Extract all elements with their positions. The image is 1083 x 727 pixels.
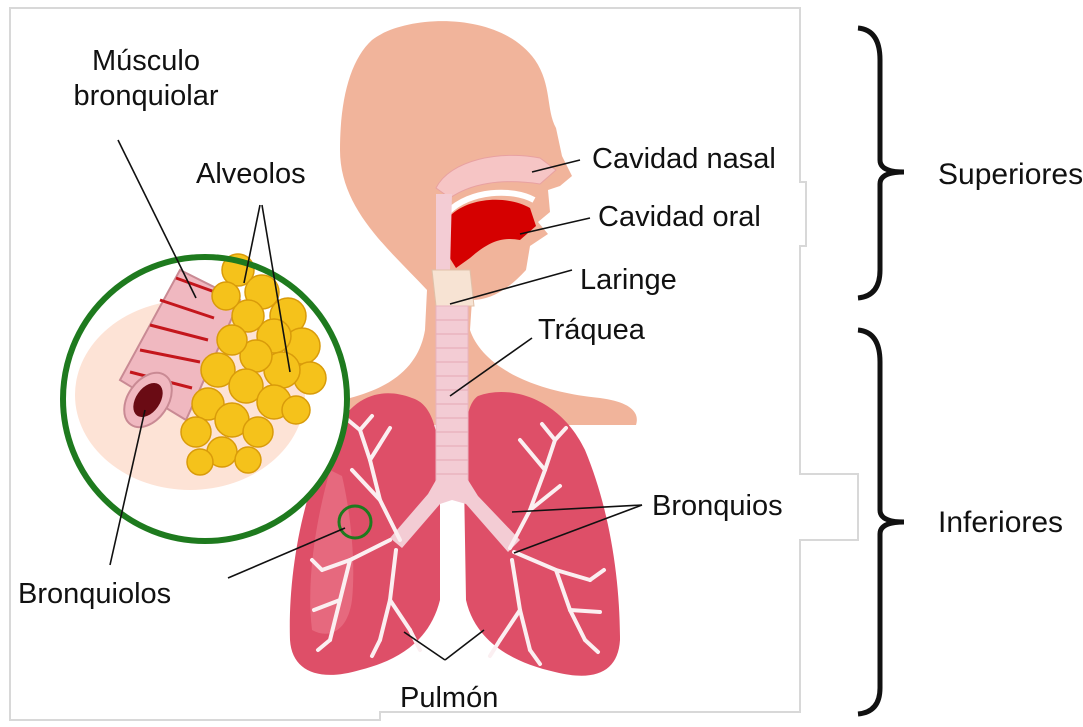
- bracket-superiores: [858, 28, 904, 298]
- bracket-inferiores: [858, 330, 904, 714]
- larynx-shape: [432, 270, 474, 306]
- label-alveolos: Alveolos: [196, 160, 306, 189]
- label-musculo-line2: bronquiolar: [70, 79, 222, 114]
- label-musculo-line1: Músculo: [70, 44, 222, 79]
- label-pulmon: Pulmón: [400, 684, 498, 713]
- leader-pulmon-2: [445, 630, 484, 660]
- magnified-inset: [63, 254, 347, 541]
- label-superiores: Superiores: [938, 160, 1083, 190]
- label-traquea: Tráquea: [538, 316, 645, 345]
- label-musculo-bronquiolar: Músculo bronquiolar: [70, 44, 222, 114]
- trachea-shape: [436, 306, 468, 486]
- right-lung-shape: [464, 392, 620, 676]
- label-cavidad-oral: Cavidad oral: [598, 203, 761, 232]
- label-bronquiolos: Bronquiolos: [18, 580, 171, 609]
- label-inferiores: Inferiores: [938, 508, 1063, 538]
- label-laringe: Laringe: [580, 266, 677, 295]
- pharynx-shape: [436, 194, 452, 270]
- label-bronquios: Bronquios: [652, 492, 783, 521]
- label-cavidad-nasal: Cavidad nasal: [592, 145, 776, 174]
